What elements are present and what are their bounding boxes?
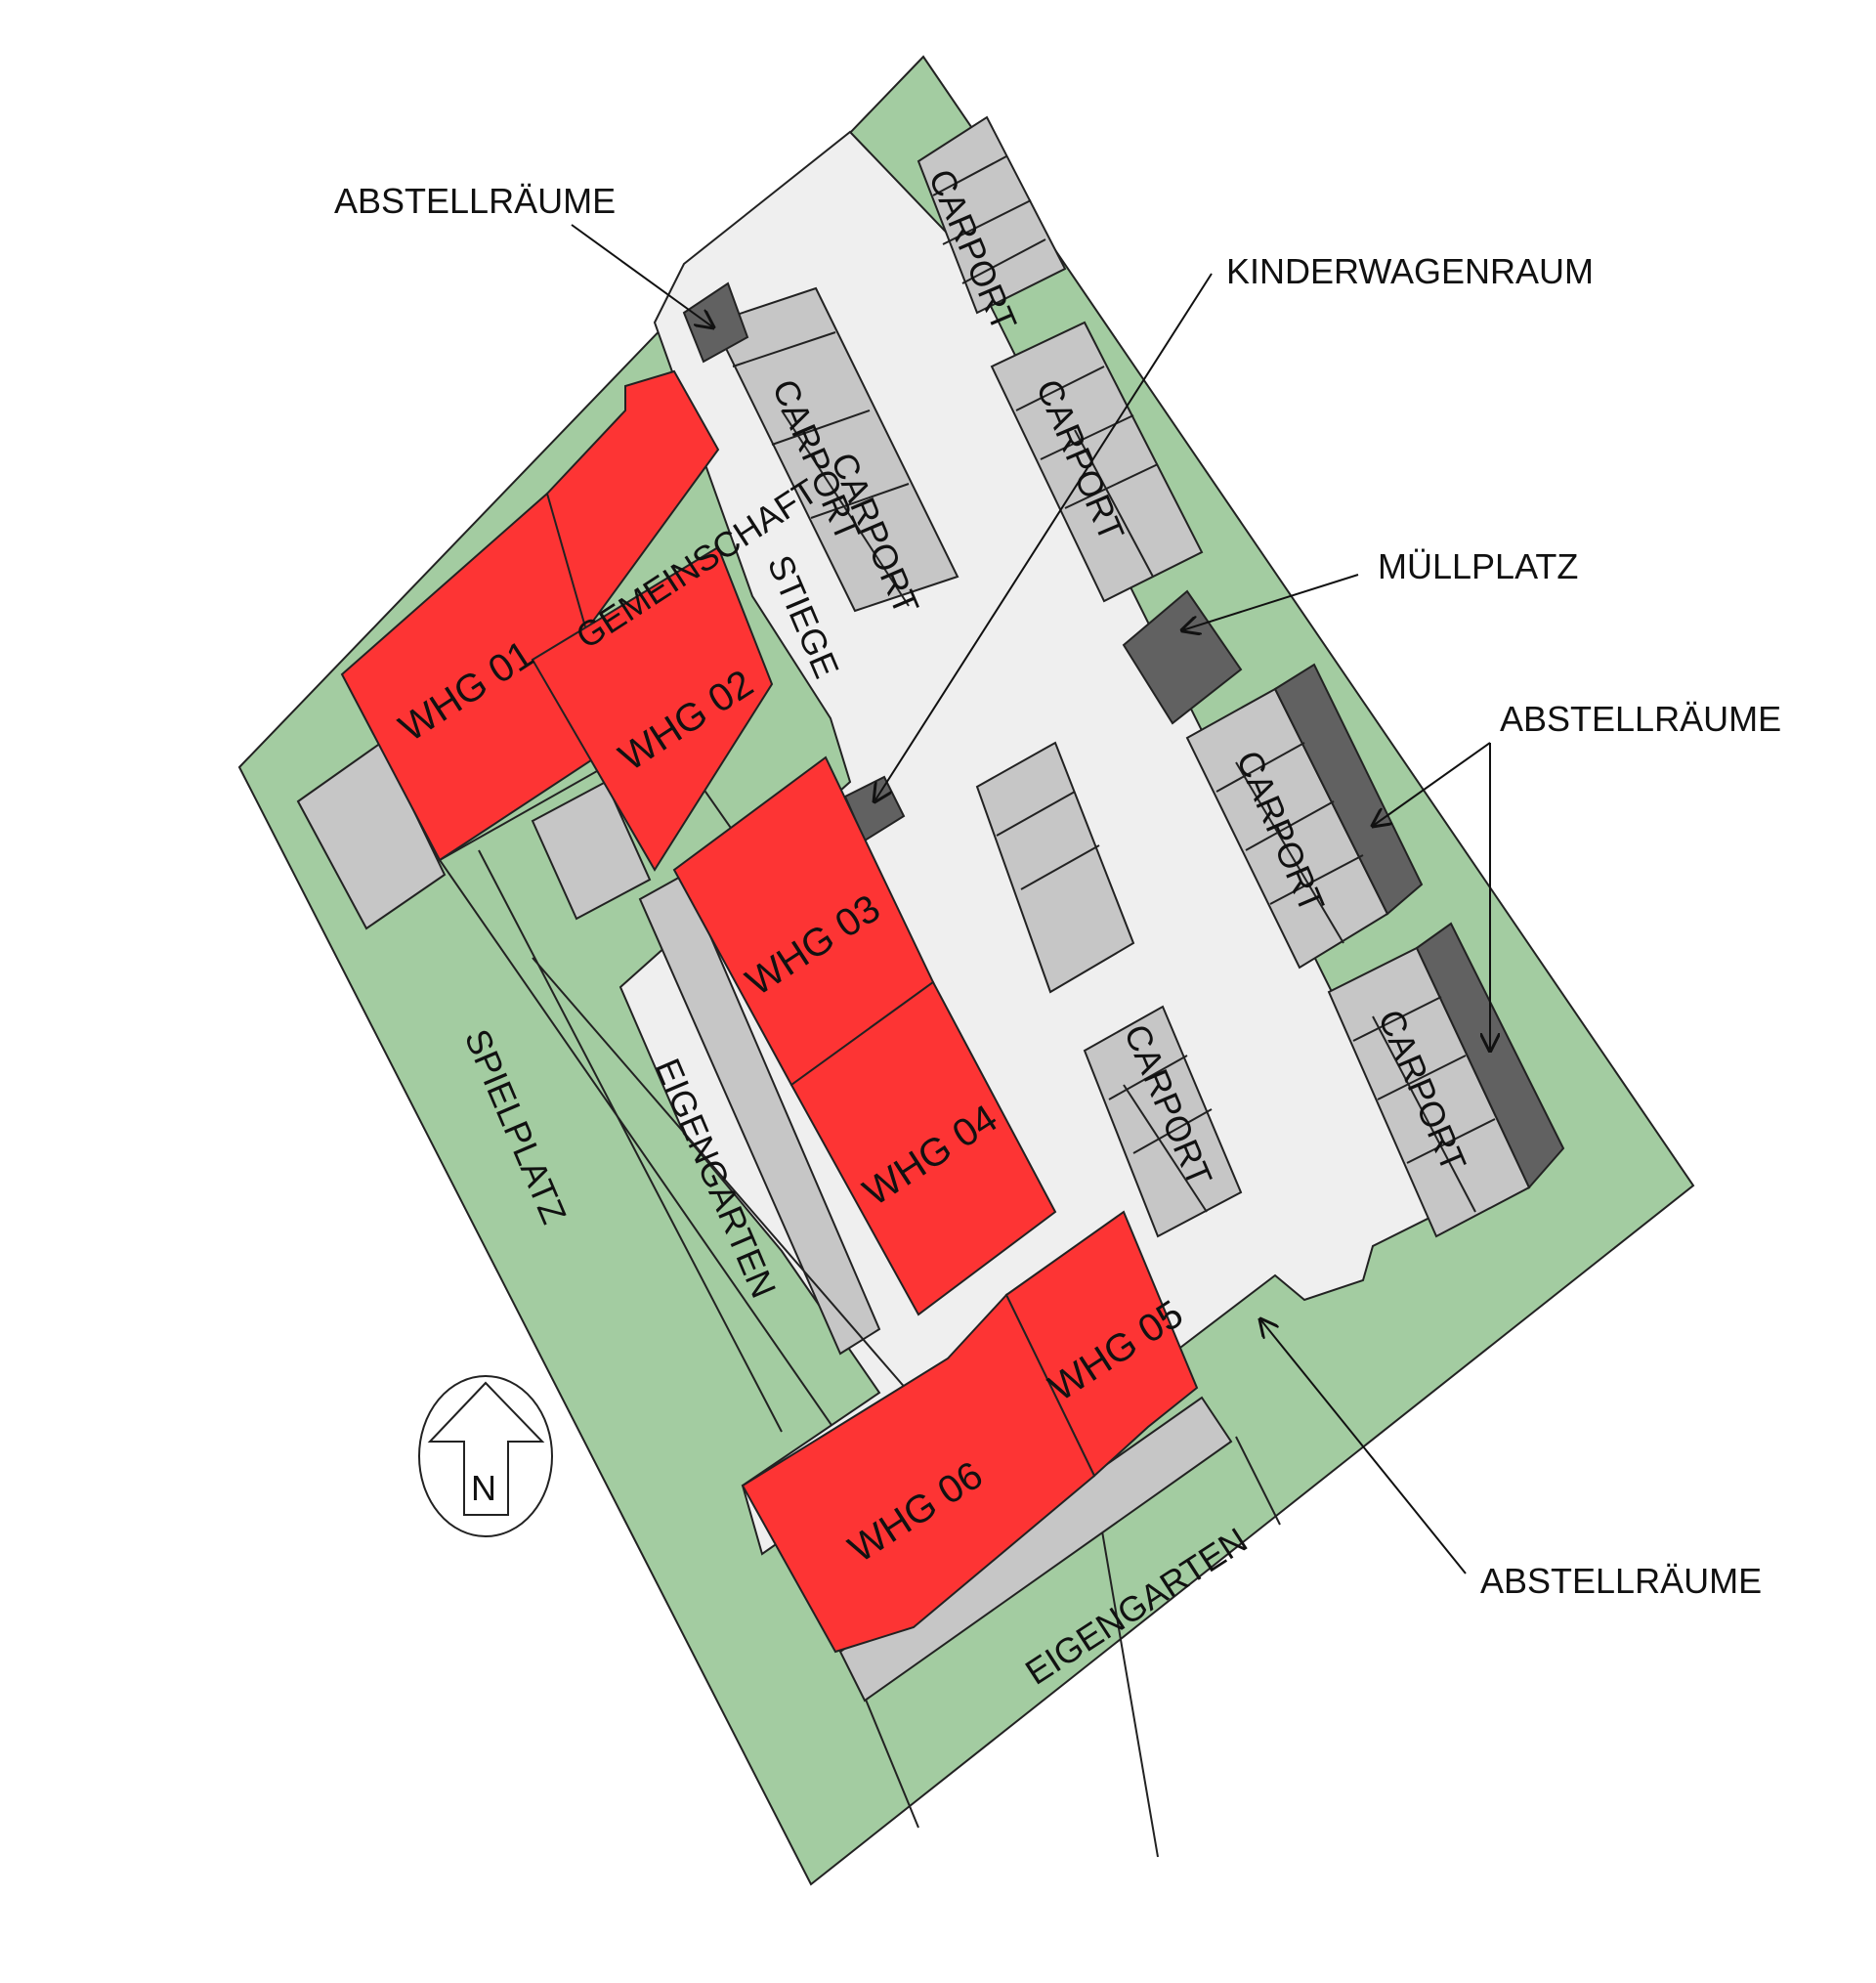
muellplatz-area (1122, 589, 1243, 725)
carport-block-top-left (711, 286, 959, 613)
callout-abstellraeume-bottom: ABSTELLRÄUME (1480, 1561, 1762, 1601)
storage-right-1 (1273, 663, 1424, 916)
parking-left (296, 741, 447, 930)
building-whg02 (531, 545, 774, 872)
building-whg06 (741, 1293, 1096, 1654)
carport-block-middle-right (990, 321, 1204, 603)
callout-abstellraeume-top: ABSTELLRÄUME (334, 181, 616, 221)
compass-label: N (471, 1468, 496, 1508)
strip-middle (638, 873, 881, 1356)
carport-block-center-lower (1083, 1005, 1243, 1238)
storage-right-2 (1415, 922, 1565, 1189)
north-compass: N (418, 1375, 553, 1537)
carport-block-center (975, 741, 1135, 994)
carport-block-top-right (917, 115, 1067, 315)
callout-kinderwagenraum: KINDERWAGENRAUM (1226, 251, 1594, 291)
building-whg04 (789, 980, 1057, 1316)
strip-left (531, 780, 652, 921)
callout-abstellraeume-right: ABSTELLRÄUME (1500, 699, 1781, 739)
callout-muellplatz: MÜLLPLATZ (1378, 546, 1578, 586)
